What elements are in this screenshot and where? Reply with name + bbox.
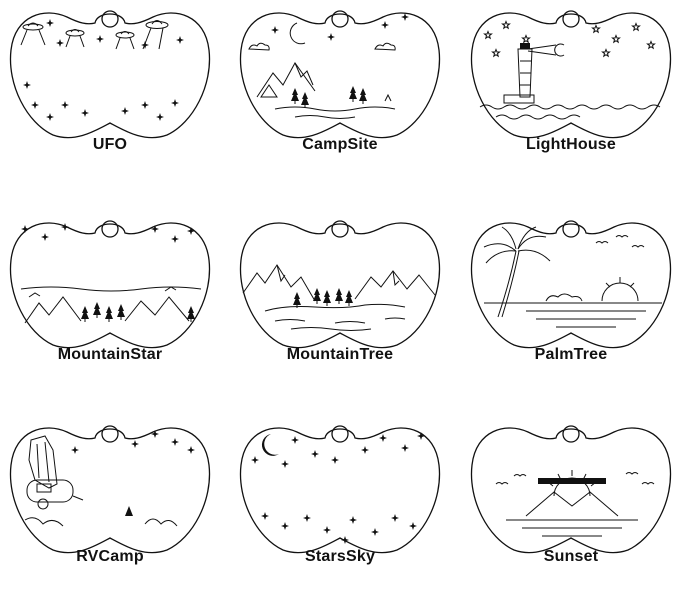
tag-label-starssky: StarsSky — [304, 548, 376, 565]
mountain-tree-icon — [239, 220, 441, 349]
tag-label-campsite: CampSite — [302, 136, 378, 153]
tag-label-mountaintree: MountainTree — [286, 346, 394, 363]
tag-label-rvcamp: RVCamp — [76, 548, 144, 565]
tag-variant-sunset[interactable]: Sunset — [466, 420, 676, 590]
tag-variant-ufo[interactable]: UFO — [5, 5, 215, 175]
tag-label-palmtree: PalmTree — [534, 346, 608, 363]
ufo-icon — [9, 10, 211, 139]
mountain-star-icon — [9, 220, 211, 349]
stars-sky-icon — [239, 425, 441, 554]
tag-variant-lighthouse[interactable]: LightHouse — [466, 5, 676, 175]
palm-tree-icon — [470, 220, 672, 349]
tag-variant-campsite[interactable]: CampSite — [235, 5, 445, 175]
tag-variant-starssky[interactable]: StarsSky — [235, 420, 445, 590]
tag-variant-mountaintree[interactable]: MountainTree — [235, 215, 445, 385]
product-variant-grid: UFO CampSite — [5, 5, 676, 565]
tag-variant-mountainstar[interactable]: MountainStar — [5, 215, 215, 385]
sunset-icon — [470, 425, 672, 554]
tag-variant-palmtree[interactable]: PalmTree — [466, 215, 676, 385]
campsite-icon — [239, 10, 441, 139]
tag-label-ufo: UFO — [92, 136, 128, 153]
tag-label-lighthouse: LightHouse — [526, 136, 616, 153]
lighthouse-icon — [470, 10, 672, 139]
rv-camp-icon — [9, 425, 211, 554]
tag-label-sunset: Sunset — [543, 548, 599, 565]
tag-label-mountainstar: MountainStar — [57, 346, 163, 363]
tag-variant-rvcamp[interactable]: RVCamp — [5, 420, 215, 590]
